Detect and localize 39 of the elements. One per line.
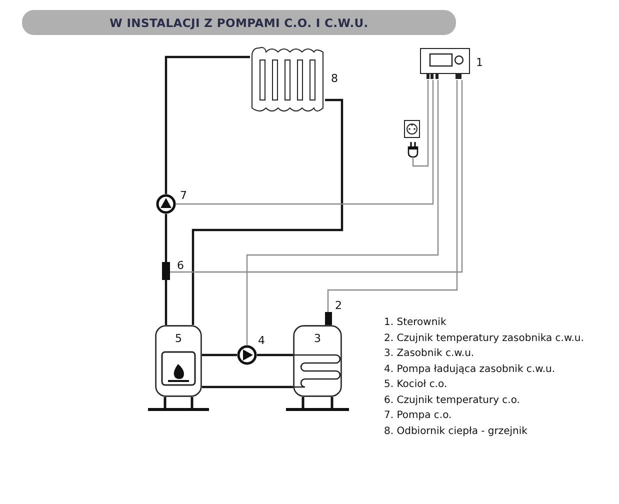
hot-water-tank-drawing (293, 325, 342, 397)
temperature-sensor (162, 262, 170, 280)
legend-item: 7. Pompa c.o. (384, 411, 452, 421)
legend-item: 4. Pompa ładująca zasobnik c.w.u. (384, 364, 556, 374)
cable (327, 80, 458, 312)
legend-item: 3. Zasobnik c.w.u. (384, 349, 474, 359)
pipe (164, 280, 168, 325)
legend-item: 5. Kocioł c.o. (384, 380, 448, 390)
callout-number: 1 (476, 57, 483, 68)
cable (246, 80, 439, 345)
pipe (202, 386, 293, 388)
pipe (202, 354, 237, 356)
title: W INSTALACJI Z POMPAMI C.O. I C.W.U. (110, 16, 368, 30)
pump-icon (156, 194, 176, 214)
callout-number: 2 (335, 300, 342, 311)
pipe (192, 98, 344, 325)
controller-drawing (420, 48, 470, 80)
cable (176, 80, 434, 205)
pipe (164, 56, 250, 194)
pipe (257, 354, 293, 356)
callout-number: 7 (180, 190, 187, 201)
legend-item: 8. Odbiornik ciepła - grzejnik (384, 426, 528, 436)
legend-item: 6. Czujnik temperatury c.o. (384, 396, 520, 406)
legend-item: 1. Sterownik (384, 318, 446, 328)
cable (412, 80, 429, 167)
socket-icon (404, 120, 420, 138)
radiator-drawing (250, 46, 325, 114)
cable (170, 80, 463, 273)
plug-icon (407, 142, 419, 158)
boiler-drawing (155, 325, 202, 397)
pipe (164, 214, 168, 262)
legend-item: 2. Czujnik temperatury zasobnika c.w.u. (384, 334, 584, 344)
pump-icon (237, 345, 257, 365)
callout-number: 8 (331, 73, 338, 84)
callout-number: 3 (313, 333, 322, 344)
callout-number: 4 (258, 335, 265, 346)
callout-number: 6 (177, 260, 184, 271)
temperature-sensor (325, 312, 332, 325)
callout-number: 5 (174, 333, 183, 344)
